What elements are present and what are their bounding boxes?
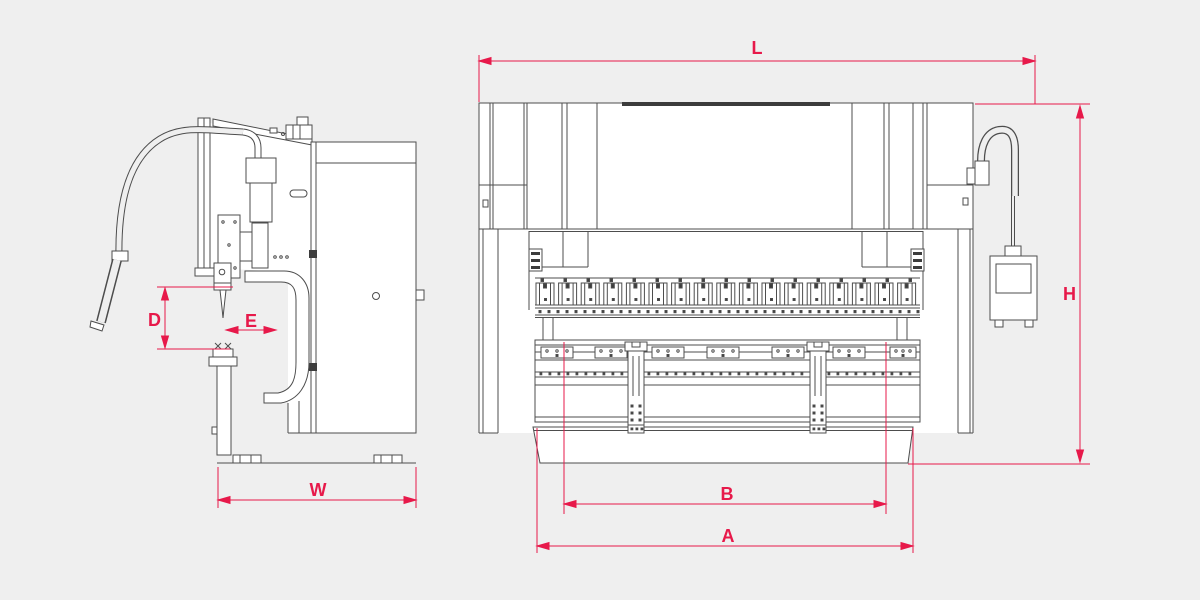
arrowhead-up	[160, 286, 170, 301]
punch-clamp-segments	[535, 282, 917, 306]
cable-conduit	[89, 126, 262, 332]
dimension-W-label: W	[310, 480, 327, 500]
side-base	[217, 454, 416, 464]
table-mounting-plates	[540, 346, 917, 359]
arrowhead-right	[1022, 56, 1037, 66]
arrowhead-left	[477, 56, 492, 66]
side-frame-fill	[210, 123, 311, 433]
dimension-E	[224, 325, 278, 335]
front-table	[534, 339, 921, 423]
hinge-mark	[309, 363, 317, 371]
dimension-D	[157, 286, 233, 350]
arrowhead-left	[224, 325, 239, 335]
arrowhead-right	[900, 541, 915, 551]
front-top-dark-band	[622, 102, 830, 106]
front-ram	[528, 231, 925, 310]
arrowhead-down	[1075, 449, 1085, 464]
clamp-bolts	[540, 278, 912, 282]
front-crown-panels	[479, 103, 973, 232]
side-back-plate	[194, 117, 222, 277]
dimension-B	[562, 342, 888, 514]
arrowhead-down	[160, 335, 170, 350]
side-die	[208, 342, 238, 456]
punch-blade	[219, 289, 227, 319]
pendant-bracket	[974, 160, 990, 186]
arrowhead-left	[562, 499, 577, 509]
front-view-drawing	[478, 102, 1038, 464]
pendant-collar	[1004, 245, 1022, 257]
front-punch-clamp-row	[535, 277, 920, 306]
side-tab	[415, 289, 425, 301]
dimension-annotations	[157, 55, 1090, 553]
front-base	[532, 426, 914, 464]
side-ram-guide	[217, 214, 289, 279]
arrowhead-right	[263, 325, 278, 335]
grip-handle	[289, 189, 308, 198]
dimension-L	[477, 55, 1037, 104]
dimension-D-label: D	[148, 310, 161, 330]
side-housing	[256, 141, 425, 434]
front-left-column	[479, 184, 527, 434]
pendant-control	[966, 125, 1038, 328]
side-view-drawing	[89, 116, 425, 464]
control-panel-screen	[995, 263, 1032, 294]
arrowhead-right	[403, 495, 418, 505]
dimension-E-label: E	[245, 311, 257, 331]
dimension-L-label: L	[752, 38, 763, 58]
side-c-frame-arm	[244, 270, 311, 434]
arrowhead-up	[1075, 104, 1085, 119]
door-handle	[372, 292, 380, 300]
dimension-H	[908, 103, 1090, 465]
dimension-H-label: H	[1063, 284, 1076, 304]
dimension-labels: L H W D E B A	[148, 38, 1076, 546]
dimension-B-label: B	[721, 484, 734, 504]
conduit-end-cap	[89, 320, 105, 332]
back-gauge-brackets	[624, 341, 830, 434]
dimension-A-label: A	[722, 526, 735, 546]
side-roof-units	[269, 116, 313, 140]
front-die-rail	[535, 307, 920, 318]
side-punch	[213, 262, 232, 319]
side-duct	[245, 157, 277, 223]
pendant-bracket	[966, 167, 976, 185]
front-right-column	[927, 184, 973, 434]
arrowhead-left	[535, 541, 550, 551]
arrowhead-left	[216, 495, 231, 505]
hinge-mark	[309, 250, 317, 258]
dimension-W	[216, 467, 418, 508]
dimension-A	[535, 428, 915, 553]
arrowhead-right	[873, 499, 888, 509]
